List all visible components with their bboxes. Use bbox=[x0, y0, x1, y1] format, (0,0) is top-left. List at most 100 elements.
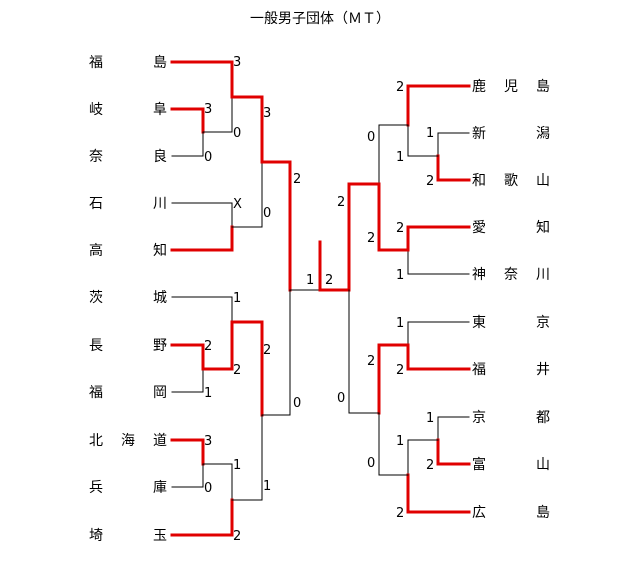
team-right-7-char-1: 都 bbox=[536, 410, 550, 426]
score-l-r2-gifu: 0 bbox=[233, 126, 241, 141]
team-right-2-char-1: 歌 bbox=[504, 173, 518, 189]
score-l-r2-nagano: 2 bbox=[233, 363, 241, 378]
line-left-hokkaido bbox=[170, 438, 205, 466]
score-l-r1-fukuoka: 1 bbox=[204, 386, 212, 401]
line-right-aichi-r3 bbox=[347, 182, 381, 292]
team-left-8-char-2: 道 bbox=[153, 433, 167, 449]
team-left-5-char-1: 城 bbox=[153, 290, 167, 306]
line-right-aichi bbox=[406, 225, 471, 252]
score-l-r3-nagano: 2 bbox=[263, 343, 271, 358]
score-r-r1-niigata: 1 bbox=[426, 126, 434, 141]
line-right-kagoshima-adv bbox=[378, 124, 409, 185]
score-l-r4-top: 2 bbox=[293, 172, 301, 187]
score-final-left: 1 bbox=[306, 273, 314, 288]
team-right-3-char-0: 愛 bbox=[472, 220, 486, 236]
team-left-9-char-1: 庫 bbox=[153, 479, 167, 496]
score-r-r3-bottom: 0 bbox=[367, 456, 375, 471]
team-right-1-char-0: 新 bbox=[472, 126, 486, 142]
line-right-fukui-r3 bbox=[348, 289, 380, 414]
score-l-r3-top: 3 bbox=[263, 106, 271, 121]
team-left-7-char-1: 岡 bbox=[153, 385, 167, 401]
line-right-wakayama-adv bbox=[407, 124, 439, 157]
line-right-kagoshima bbox=[406, 84, 471, 127]
team-left-8-char-1: 海 bbox=[121, 433, 135, 449]
score-l-r1-hyogo: 0 bbox=[204, 481, 212, 496]
score-r-r2-fukui: 2 bbox=[396, 363, 404, 378]
score-l-r1-gifu: 3 bbox=[204, 102, 212, 117]
page-title: 一般男子団体（ＭＴ） bbox=[250, 11, 390, 27]
line-right-hiroshima-adv bbox=[378, 412, 409, 476]
score-l-r2-saitama: 2 bbox=[233, 529, 241, 544]
line-right-toyama-adv bbox=[407, 439, 439, 476]
team-right-9-char-0: 広 bbox=[472, 505, 486, 521]
team-left-4-char-0: 高 bbox=[89, 242, 103, 259]
line-right-wakayama bbox=[436, 154, 471, 182]
line-right-toyama bbox=[436, 438, 471, 466]
team-left-1-char-0: 岐 bbox=[89, 102, 103, 118]
team-left-9-char-0: 兵 bbox=[89, 480, 103, 496]
score-r-r2-toyama: 1 bbox=[396, 434, 404, 449]
team-right-6-char-1: 井 bbox=[536, 362, 550, 378]
team-right-2-char-2: 山 bbox=[536, 173, 550, 189]
team-left-4-char-1: 知 bbox=[153, 242, 167, 259]
score-r-r1-kyoto: 1 bbox=[426, 411, 434, 426]
team-left-3-char-1: 川 bbox=[153, 196, 167, 212]
score-r-r4-bottom: 0 bbox=[337, 391, 345, 406]
team-left-0-char-1: 島 bbox=[153, 55, 167, 71]
score-r-r2-hiroshima: 2 bbox=[396, 506, 404, 521]
team-right-8-char-1: 山 bbox=[536, 457, 550, 473]
score-l-r1-hokkaido: 3 bbox=[204, 434, 212, 449]
score-l-r4-bottom: 0 bbox=[293, 396, 301, 411]
line-left-fukuoka bbox=[171, 368, 204, 393]
line-left-fukushima-r3 bbox=[260, 160, 292, 292]
score-r-r1-toyama: 2 bbox=[426, 458, 434, 473]
team-right-8-char-0: 富 bbox=[472, 456, 486, 473]
line-left-nagano-adv bbox=[201, 320, 234, 371]
score-r-r3-aichi: 2 bbox=[367, 231, 375, 246]
line-left-ishikawa bbox=[171, 202, 233, 228]
score-r-r1-wakayama: 2 bbox=[426, 174, 434, 189]
line-left-kochi-adv bbox=[231, 161, 263, 228]
line-right-kyoto bbox=[437, 416, 470, 441]
line-left-hyogo bbox=[171, 463, 204, 488]
team-left-2-char-1: 良 bbox=[153, 149, 167, 165]
team-right-0-char-0: 鹿 bbox=[472, 78, 486, 95]
team-left-1-char-1: 阜 bbox=[153, 101, 167, 118]
line-right-hiroshima bbox=[406, 473, 471, 514]
score-r-r2-kagoshima: 2 bbox=[396, 80, 404, 95]
team-left-0-char-0: 福 bbox=[89, 55, 103, 71]
line-left-saitama bbox=[170, 498, 234, 537]
score-r-r2-wakayama: 1 bbox=[396, 150, 404, 165]
score-l-r3-saitama: 1 bbox=[263, 479, 271, 494]
line-left-fukushima-adv bbox=[230, 95, 264, 164]
score-r-r3-fukui: 2 bbox=[367, 354, 375, 369]
line-left-saitama-adv bbox=[231, 414, 263, 501]
score-r-r2-tokyo: 1 bbox=[396, 316, 404, 331]
score-l-r3-kochi: 0 bbox=[263, 206, 271, 221]
team-left-6-char-0: 長 bbox=[89, 338, 103, 354]
team-right-5-char-1: 京 bbox=[536, 315, 550, 331]
score-l-r2-fukushima: 3 bbox=[233, 55, 241, 70]
line-left-nagano-r3 bbox=[261, 289, 291, 416]
line-right-tokyo bbox=[407, 321, 470, 346]
score-r-r4-top: 2 bbox=[337, 195, 345, 210]
score-r-kanagawa-entry: 1 bbox=[396, 268, 404, 283]
score-r-aichi-entry: 2 bbox=[396, 221, 404, 236]
team-left-2-char-0: 奈 bbox=[89, 149, 103, 165]
score-l-r2-ibaraki: 1 bbox=[233, 291, 241, 306]
team-left-10-char-0: 埼 bbox=[89, 528, 103, 544]
score-r-r3-top: 0 bbox=[367, 130, 375, 145]
team-left-3-char-0: 石 bbox=[89, 196, 103, 212]
line-left-kochi bbox=[170, 225, 234, 252]
line-left-gifu-adv bbox=[202, 96, 233, 133]
team-right-5-char-0: 東 bbox=[472, 315, 486, 331]
team-right-2-char-0: 和 bbox=[472, 173, 486, 189]
team-left-6-char-1: 野 bbox=[153, 338, 167, 354]
score-l-r1-nagano: 2 bbox=[204, 339, 212, 354]
score-l-r1-nara: 0 bbox=[204, 150, 212, 165]
team-right-0-char-2: 島 bbox=[536, 79, 550, 95]
team-right-7-char-0: 京 bbox=[472, 410, 486, 426]
line-left-nagano bbox=[170, 343, 205, 371]
score-l-r1-ishikawa: X bbox=[233, 197, 242, 212]
